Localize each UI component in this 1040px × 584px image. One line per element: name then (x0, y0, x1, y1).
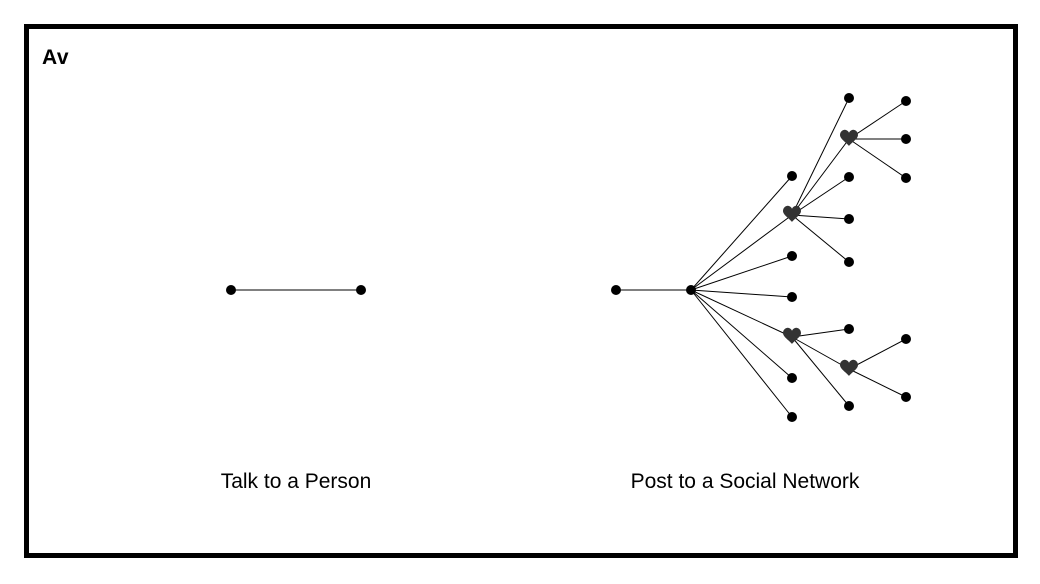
edge (690, 214, 793, 291)
edge (791, 176, 850, 216)
edge (690, 255, 793, 291)
node (901, 134, 911, 144)
node (844, 257, 854, 267)
edge (791, 336, 850, 370)
heart-icon (783, 327, 801, 344)
node (787, 412, 797, 422)
edge (791, 97, 850, 216)
node (901, 334, 911, 344)
node (844, 401, 854, 411)
diagram-frame (24, 24, 1018, 558)
node-sender (226, 285, 236, 295)
node (787, 292, 797, 302)
edge (848, 338, 907, 370)
caption-post-to-social-network: Post to a Social Network (630, 470, 860, 493)
node-receiver (356, 285, 366, 295)
edge (791, 138, 850, 216)
caption-talk-to-person: Talk to a Person (220, 470, 372, 493)
one-to-one-diagram (226, 285, 366, 295)
edge (791, 336, 850, 407)
edge (791, 214, 850, 220)
node (901, 96, 911, 106)
edge (690, 289, 793, 379)
edge (848, 100, 907, 140)
node (844, 172, 854, 182)
edge (848, 368, 907, 398)
heart-icon (840, 359, 858, 376)
edge (791, 214, 850, 263)
node-network (686, 285, 696, 295)
node-sender (611, 285, 621, 295)
node (787, 251, 797, 261)
social-network-diagram (611, 93, 911, 422)
node (844, 214, 854, 224)
edge (848, 138, 907, 179)
edge (690, 289, 793, 338)
node (844, 93, 854, 103)
edge (791, 328, 850, 338)
logo: Av (42, 46, 70, 69)
edge (690, 289, 793, 298)
node (787, 171, 797, 181)
node (901, 173, 911, 183)
node (901, 392, 911, 402)
node (787, 373, 797, 383)
node (844, 324, 854, 334)
edge (690, 175, 793, 291)
edge (690, 289, 793, 418)
